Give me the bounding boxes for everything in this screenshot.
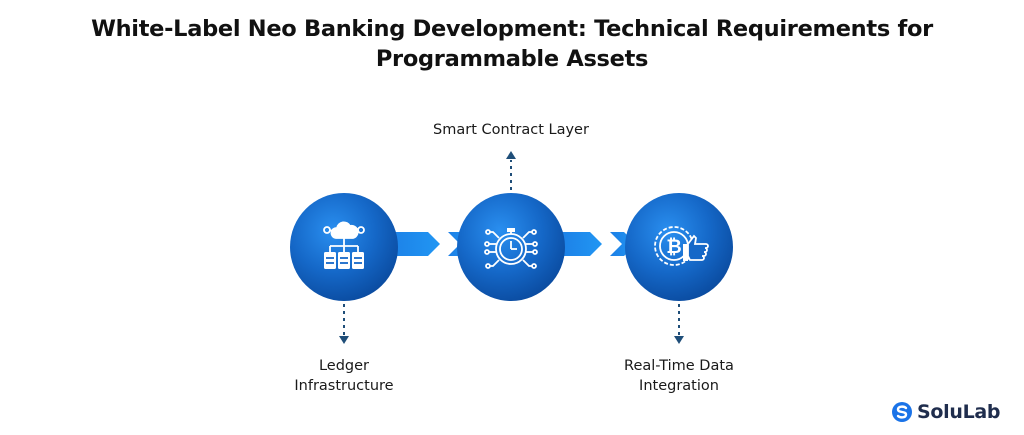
connector-smart-contract	[506, 151, 516, 190]
flow-arrow-2	[557, 232, 636, 256]
title-line-2: Programmable Assets	[375, 46, 649, 72]
solulab-logo-icon	[892, 402, 912, 422]
label-realtime: Real-Time Data Integration	[624, 358, 734, 394]
label-smart-contract: Smart Contract Layer	[433, 122, 589, 138]
brand-name: SoluLab	[917, 401, 1001, 423]
stopwatch-circuit-icon	[484, 228, 538, 269]
connector-realtime	[674, 304, 684, 344]
label-ledger: Ledger Infrastructure	[294, 358, 394, 394]
step-circle-realtime: ₿	[625, 193, 733, 301]
bitcoin-thumbs-up-icon: ₿	[654, 226, 709, 266]
title-line-1: White-Label Neo Banking Development: Tec…	[91, 16, 933, 42]
brand-logo: SoluLab	[891, 397, 1001, 427]
step-circle-ledger	[290, 193, 398, 301]
page-title: White-Label Neo Banking Development: Tec…	[0, 14, 1024, 74]
connector-ledger	[339, 304, 349, 344]
svg-text:₿: ₿	[666, 236, 681, 258]
ledger-network-icon	[323, 221, 365, 269]
step-circle-smart-contract	[457, 193, 565, 301]
